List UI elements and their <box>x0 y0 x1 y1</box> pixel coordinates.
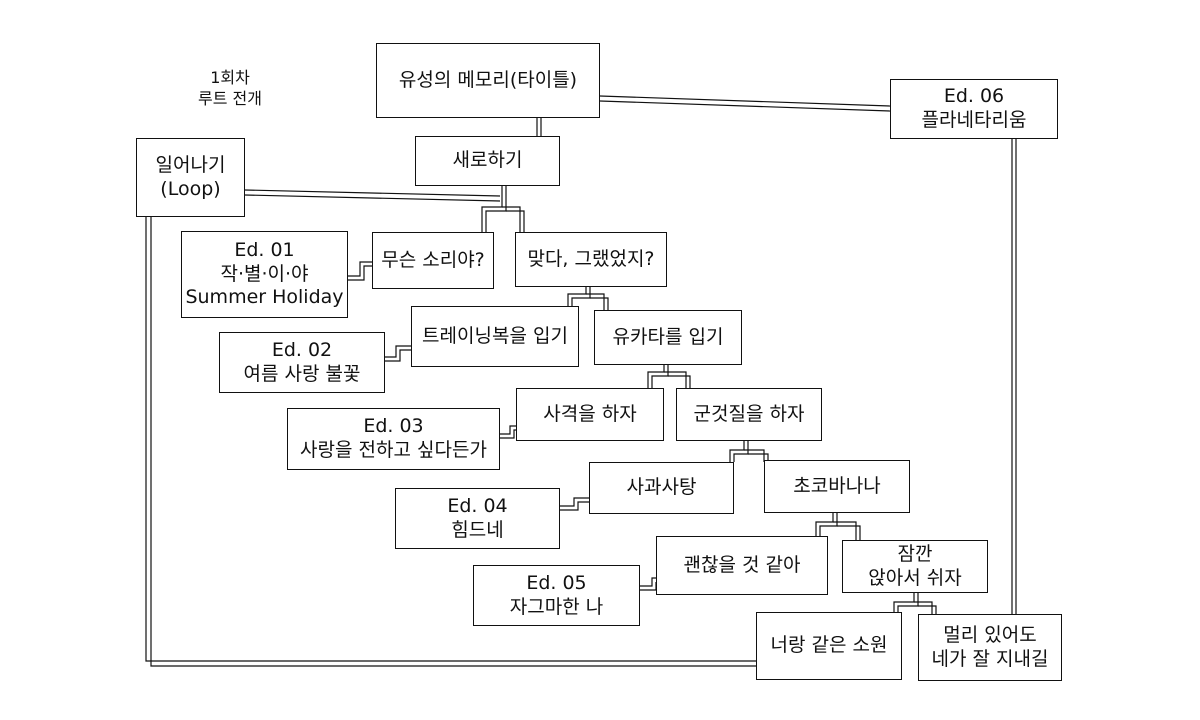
connector-apple-ed04 <box>560 501 589 511</box>
connector-yukata-split <box>664 371 687 388</box>
node-text: Ed. 05 <box>526 571 587 594</box>
node-text: 맞다, 그랬었지? <box>527 247 655 270</box>
connector-sit-split <box>897 593 919 612</box>
node-shooting: 사격을 하자 <box>516 388 664 441</box>
node-text: 잠깐 <box>897 542 933 565</box>
connector-shooting-ed03 <box>500 425 516 435</box>
node-text: Ed. 02 <box>271 338 333 361</box>
connector-whatsound-ed01 <box>348 261 372 277</box>
connector-choco-split <box>819 513 838 540</box>
node-text: 트레이닝복을 입기 <box>422 324 568 347</box>
node-text: 군것질을 하자 <box>693 402 805 425</box>
connector-shooting-ed03 <box>500 429 516 439</box>
node-ed05: Ed. 05 자그마한 나 <box>473 565 640 626</box>
node-training-suit: 트레이닝복을 입기 <box>411 306 579 367</box>
node-ed01: Ed. 01 작·별·이·야 Summer Holiday <box>181 231 348 318</box>
connector-title-ed06 <box>599 100 891 112</box>
node-text: 작·별·이·야 <box>220 262 309 285</box>
node-title: 유성의 메모리(타이틀) <box>376 43 600 118</box>
node-text: (Loop) <box>160 177 221 200</box>
connector-snack-split <box>744 449 765 462</box>
node-text: 사과사탕 <box>626 476 697 499</box>
connector-newgame-split <box>481 186 503 232</box>
connector-newgame-wake <box>244 189 501 197</box>
node-snack: 군것질을 하자 <box>676 388 822 441</box>
connector-sit-split <box>893 593 915 612</box>
node-same-wish: 너랑 같은 소원 <box>756 612 902 680</box>
connector-yukata-split <box>668 375 691 388</box>
node-ed04: Ed. 04 힘드네 <box>395 488 560 549</box>
connector-right-split <box>586 293 605 310</box>
diagram-heading: 1회차 루트 전개 <box>180 68 280 110</box>
connector-yukata-split <box>651 365 669 388</box>
node-text: Ed. 04 <box>447 494 508 517</box>
node-text: 유카타를 입기 <box>612 325 724 348</box>
node-ed06: Ed. 06 플라네타리움 <box>890 79 1058 139</box>
node-text: 너랑 같은 소원 <box>770 634 888 657</box>
node-text: 일어나기 <box>155 153 226 176</box>
connector-right-split <box>567 287 587 306</box>
node-what-sound: 무슨 소리야? <box>372 232 494 289</box>
connector-newgame-split <box>485 186 507 232</box>
connector-sit-split <box>918 605 937 614</box>
node-text: 자그마한 나 <box>509 595 604 618</box>
connector-snack-split <box>733 441 749 462</box>
node-text: 여름 사랑 불꽃 <box>243 362 361 385</box>
heading-line-1: 1회차 <box>210 68 250 87</box>
node-text: Ed. 06 <box>943 85 1005 108</box>
connector-apple-ed04 <box>560 497 589 507</box>
node-text: 플라네타리움 <box>921 109 1027 131</box>
node-right-wasnt: 맞다, 그랬었지? <box>515 232 667 287</box>
node-text: 사랑을 전하고 싶다든가 <box>300 439 487 461</box>
node-text: 괜찮을 것 같아 <box>683 553 801 576</box>
connector-newgame-split <box>502 206 521 232</box>
node-ed03: Ed. 03 사랑을 전하고 싶다든가 <box>287 408 500 470</box>
connector-wish-loop <box>145 217 756 662</box>
node-text: 사격을 하자 <box>543 402 637 425</box>
connector-whatsound-ed01 <box>348 265 372 281</box>
node-new-game: 새로하기 <box>415 136 560 186</box>
connector-training-ed02 <box>385 349 411 362</box>
connector-okay-ed05 <box>640 577 656 587</box>
node-text: Ed. 01 <box>234 238 295 261</box>
connector-choco-split <box>837 525 861 540</box>
connector-training-ed02 <box>385 345 411 358</box>
node-text: 앉아서 쉬자 <box>868 566 962 589</box>
heading-line-2: 루트 전개 <box>198 88 262 108</box>
node-text: Ed. 03 <box>363 415 424 438</box>
connector-snack-split <box>748 453 769 462</box>
node-sit-rest: 잠깐 앉아서 쉬자 <box>842 540 988 593</box>
node-text: 힘드네 <box>451 518 504 541</box>
connector-wish-loop <box>150 217 756 667</box>
connector-sit-split <box>914 601 933 614</box>
node-text: 멀리 있어도 <box>943 623 1037 646</box>
connector-newgame-wake <box>244 194 501 202</box>
node-ed02: Ed. 02 여름 사랑 불꽃 <box>219 332 385 393</box>
node-yukata: 유카타를 입기 <box>594 310 742 365</box>
connector-title-ed06 <box>599 95 891 107</box>
node-text: 무슨 소리야? <box>381 248 485 271</box>
node-apple-candy: 사과사탕 <box>589 462 734 514</box>
node-text: Summer Holiday <box>185 286 344 309</box>
node-far-away: 멀리 있어도 네가 잘 지내길 <box>918 614 1062 681</box>
node-text: 초코바나나 <box>793 474 881 497</box>
connector-newgame-split <box>506 210 525 232</box>
node-text: 유성의 메모리(타이틀) <box>398 68 578 91</box>
connector-choco-split <box>833 521 857 540</box>
connector-yukata-split <box>647 365 665 388</box>
connector-right-split <box>571 287 591 306</box>
node-text: 네가 잘 지내길 <box>931 647 1049 670</box>
connector-choco-split <box>815 513 834 540</box>
node-okay: 괜찮을 것 같아 <box>656 536 828 595</box>
node-wake-loop: 일어나기 (Loop) <box>136 138 245 217</box>
connector-right-split <box>590 297 609 310</box>
connector-snack-split <box>729 441 745 462</box>
node-text: 새로하기 <box>452 149 523 172</box>
node-choco-banana: 초코바나나 <box>764 460 910 513</box>
